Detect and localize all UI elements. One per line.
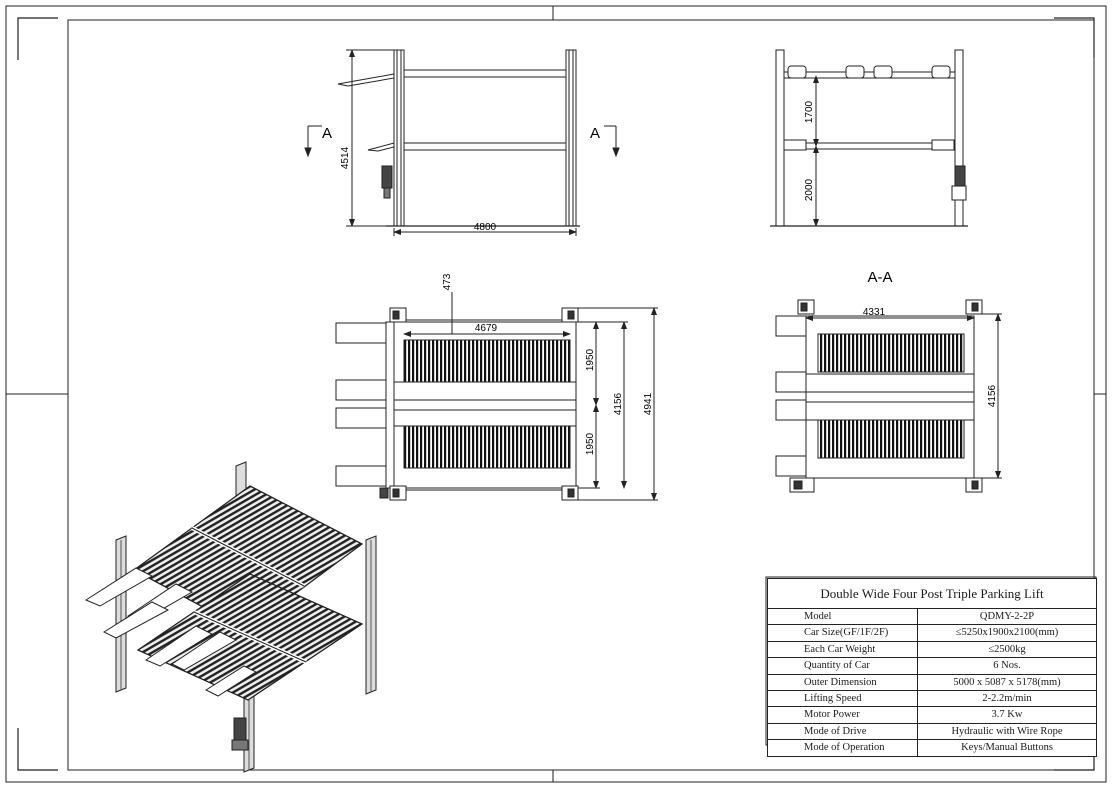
spec-value: 5000 x 5087 x 5178(mm) bbox=[953, 676, 1061, 688]
front-height-dimension bbox=[346, 49, 394, 227]
spec-row-operation: Mode of Operation Keys/Manual Buttons bbox=[768, 740, 1096, 756]
plan-bay-upper-value: 1950 bbox=[585, 348, 596, 371]
spec-table: Double Wide Four Post Triple Parking Lif… bbox=[767, 578, 1097, 757]
plan-dimensions bbox=[403, 292, 658, 501]
plan-offset-value: 473 bbox=[442, 273, 453, 290]
spec-row-model: Model QDMY-2-2P bbox=[768, 609, 1096, 626]
isometric-view bbox=[84, 461, 377, 773]
spec-title: Double Wide Four Post Triple Parking Lif… bbox=[768, 579, 1096, 609]
plan-span-value: 4679 bbox=[475, 323, 498, 334]
spec-value: 6 Nos. bbox=[993, 660, 1021, 672]
section-arrow-right bbox=[604, 125, 620, 158]
spec-row-quantity: Quantity of Car 6 Nos. bbox=[768, 658, 1096, 675]
spec-row-outer-dimension: Outer Dimension 5000 x 5087 x 5178(mm) bbox=[768, 674, 1096, 691]
spec-label: Mode of Operation bbox=[768, 740, 918, 756]
section-view bbox=[775, 299, 983, 493]
front-width-dimension bbox=[393, 228, 577, 236]
section-dimensions bbox=[805, 313, 1002, 479]
plan-bay-lower-value: 1950 bbox=[585, 432, 596, 455]
spec-value: 2-2.2m/min bbox=[982, 692, 1032, 704]
front-elevation-view bbox=[337, 49, 580, 227]
side-elevation-view bbox=[770, 49, 968, 227]
section-label-left: A bbox=[322, 125, 332, 142]
section-title: A-A bbox=[867, 269, 892, 286]
spec-row-car-weight: Each Car Weight ≤2500kg bbox=[768, 641, 1096, 659]
spec-label: Outer Dimension bbox=[768, 674, 918, 690]
front-height-value: 4514 bbox=[340, 146, 351, 169]
spec-row-lifting-speed: Lifting Speed 2-2.2m/min bbox=[768, 690, 1096, 708]
spec-row-motor-power: Motor Power 3.7 Kw bbox=[768, 707, 1096, 724]
plan-outer-value: 4941 bbox=[643, 392, 654, 415]
spec-value: Keys/Manual Buttons bbox=[961, 742, 1053, 754]
side-upper-value: 1700 bbox=[804, 100, 815, 123]
spec-label: Lifting Speed bbox=[768, 690, 918, 707]
section-depth-value: 4156 bbox=[987, 384, 998, 407]
plan-view bbox=[335, 307, 579, 501]
spec-label: Car Size(GF/1F/2F) bbox=[768, 625, 918, 641]
spec-row-car-size: Car Size(GF/1F/2F) ≤5250x1900x2100(mm) bbox=[768, 625, 1096, 642]
spec-value: ≤5250x1900x2100(mm) bbox=[955, 627, 1059, 639]
sheet-border bbox=[5, 5, 1107, 783]
side-lower-value: 2000 bbox=[804, 178, 815, 201]
section-arrow-left bbox=[304, 125, 322, 158]
front-width-value: 4800 bbox=[474, 222, 497, 233]
spec-value: 3.7 Kw bbox=[991, 709, 1023, 721]
section-label-right: A bbox=[590, 125, 600, 142]
spec-label: Mode of Drive bbox=[768, 723, 918, 740]
spec-value: QDMY-2-2P bbox=[979, 611, 1035, 622]
spec-label: Model bbox=[768, 609, 918, 625]
spec-value: ≤2500kg bbox=[988, 643, 1026, 655]
section-span-value: 4331 bbox=[863, 307, 886, 318]
spec-label: Quantity of Car bbox=[768, 658, 918, 674]
plan-inner-value: 4156 bbox=[613, 392, 624, 415]
spec-label: Each Car Weight bbox=[768, 641, 918, 658]
spec-label: Motor Power bbox=[768, 707, 918, 723]
spec-row-drive: Mode of Drive Hydraulic with Wire Rope bbox=[768, 723, 1096, 741]
spec-value: Hydraulic with Wire Rope bbox=[951, 725, 1063, 737]
